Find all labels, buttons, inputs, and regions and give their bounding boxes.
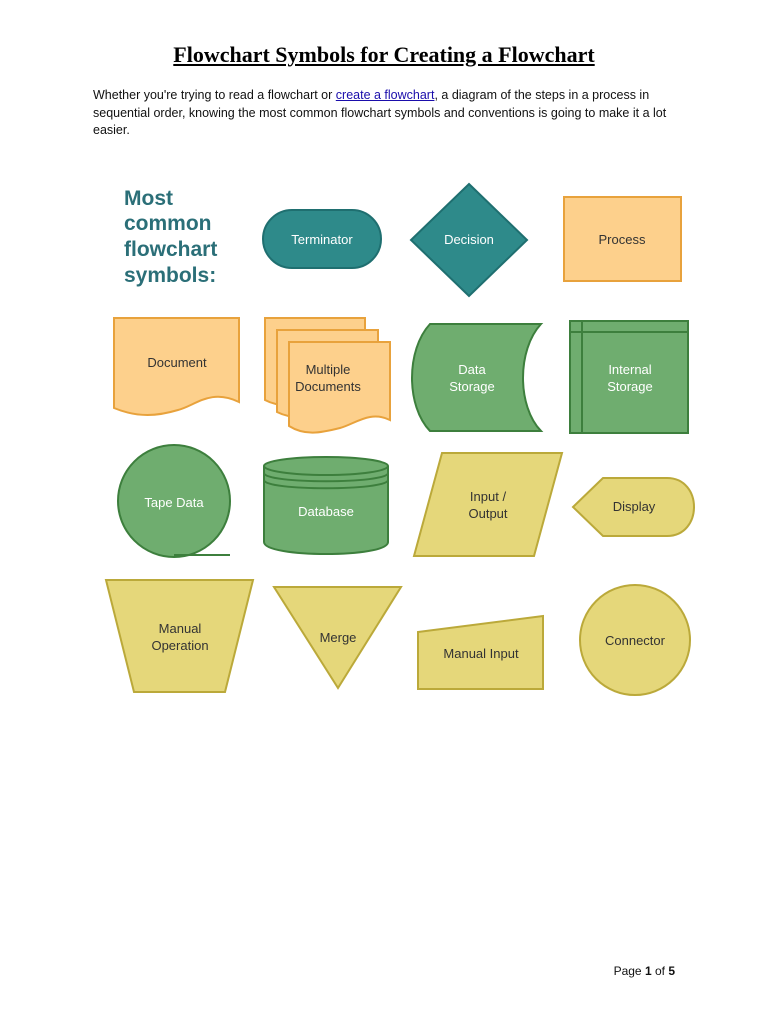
database-symbol: Database [263,456,389,555]
diagram-heading: Most common flowchart symbols: [124,187,217,287]
display-label: Display [613,499,656,514]
data-storage-symbol: Data Storage [411,323,544,432]
create-flowchart-link[interactable]: create a flowchart [335,88,435,102]
flowchart-symbols-diagram: Most common flowchart symbols: Terminato… [104,182,695,696]
multiple-documents-label-line-2: Documents [295,379,361,394]
internal-storage-label-line-1: Internal [608,362,651,377]
page-number-prefix: Page [613,964,645,978]
merge-label: Merge [320,630,357,645]
data-storage-label-line-2: Storage [449,379,495,394]
page-number-middle: of [651,964,669,978]
manual-operation-symbol: Manual Operation [104,579,255,693]
merge-symbol: Merge [272,586,403,690]
manual-input-label: Manual Input [443,646,519,661]
intro-text-end: , a diagram of the steps in a process in… [93,88,667,137]
page-number-total: 5 [668,964,675,978]
decision-symbol: Decision [409,182,529,298]
heading-line-4: symbols: [124,264,216,287]
page-number: Page 1 of 5 [614,964,675,978]
tape-data-symbol: Tape Data [117,444,231,558]
input-output-symbol: Input / Output [412,452,564,557]
internal-storage-label-line-2: Storage [607,379,653,394]
process-label: Process [599,232,646,247]
connector-label: Connector [605,633,666,648]
connector-symbol: Connector [579,584,691,696]
terminator-symbol: Terminator [262,209,382,269]
decision-label: Decision [444,232,494,247]
page-title: Flowchart Symbols for Creating a Flowcha… [173,42,595,67]
database-label: Database [298,504,354,519]
intro-paragraph: Whether you're trying to read a flowchar… [93,87,683,140]
internal-storage-symbol: Internal Storage [569,320,689,434]
intro-text-start: Whether you're trying to read a flowchar… [93,88,336,102]
input-output-label-line-2: Output [468,506,507,521]
heading-line-3: flowchart [124,238,217,261]
heading-line-2: common [124,212,212,235]
input-output-label-line-1: Input / [470,489,507,504]
process-symbol: Process [563,196,682,282]
document-symbol: Document [113,317,240,416]
manual-input-symbol: Manual Input [417,614,544,690]
manual-operation-label-line-1: Manual [159,621,202,636]
terminator-label: Terminator [291,232,353,247]
manual-operation-label-line-2: Operation [151,638,208,653]
document-label: Document [147,355,207,370]
multiple-documents-label-line-1: Multiple [306,362,351,377]
display-symbol: Display [571,477,695,537]
multiple-documents-symbol: Multiple Documents [264,317,391,434]
tape-data-label: Tape Data [144,495,204,510]
data-storage-label-line-1: Data [458,362,486,377]
page-number-current: 1 [644,964,652,978]
heading-line-1: Most [124,187,173,210]
